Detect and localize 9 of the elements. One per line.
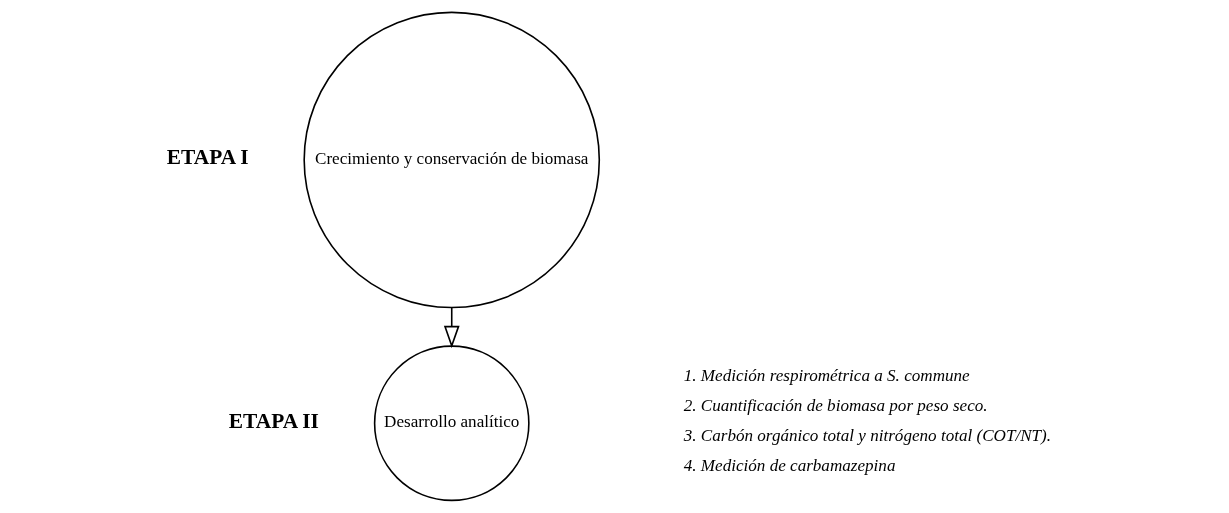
arrow bbox=[443, 306, 460, 349]
node-label: ETAPA II bbox=[228, 408, 319, 433]
node-label: ETAPA I bbox=[166, 145, 249, 170]
node-circle: Crecimiento y conservación de biomasa bbox=[303, 11, 601, 309]
node-circle: Desarrollo analítico bbox=[373, 345, 530, 502]
label: 1. Medición respirométrica a S. commune bbox=[683, 366, 970, 386]
label: 2. Cuantificación de biomasa por peso seco. bbox=[683, 396, 988, 416]
label: 3. Carbón orgánico total y nitrógeno total (COT/NT). bbox=[683, 426, 1052, 446]
label: 4. Medición de carbamazepina bbox=[683, 456, 896, 476]
